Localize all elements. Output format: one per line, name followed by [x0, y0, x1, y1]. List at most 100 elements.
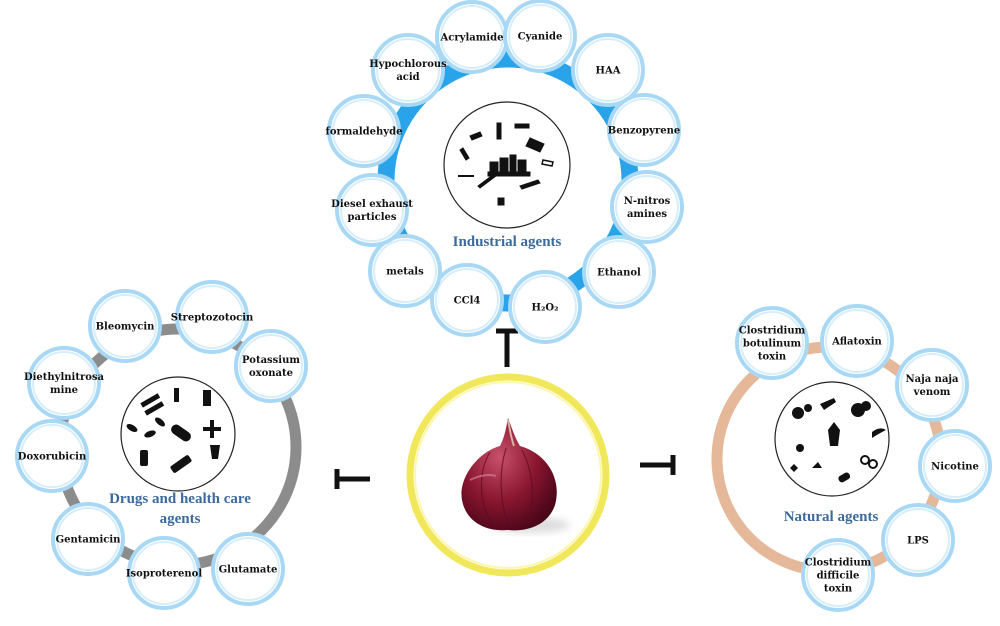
agent-bubble-circle [51, 502, 125, 576]
natural-icons [790, 398, 886, 483]
agent-label-line: HAA [596, 66, 621, 77]
agent-label-line: Hypochlorous [369, 59, 447, 70]
natural-agent-bubble: Nicotine [918, 429, 992, 503]
agent-bubble-circle [607, 93, 681, 167]
agent-label-line: Nicotine [931, 462, 979, 473]
inhibitor-left [334, 469, 370, 489]
agent-bubble-circle [327, 94, 401, 168]
agent-bubble-circle [368, 234, 442, 308]
agent-label-line: venom [913, 387, 951, 398]
agent-bubble-inner-ring [923, 434, 987, 498]
agent-label-line: Streptozotocin [171, 313, 254, 324]
agent-bubble-inner-ring [435, 268, 499, 332]
natural-agent-bubble: Naja naja venom [895, 348, 969, 422]
agent-bubble-circle [801, 538, 875, 612]
agent-bubble-circle [735, 306, 809, 380]
agent-bubble-inner-ring [239, 334, 303, 398]
agent-label: N-nitros amines [624, 196, 671, 220]
agent-bubble-inner-ring [216, 537, 280, 601]
agent-bubble-inner-ring [508, 4, 572, 68]
agent-label-line: Ethanol [597, 268, 641, 279]
agent-bubble-inner-ring [825, 309, 889, 373]
industrial-agent-bubble: HAA [571, 33, 645, 107]
natural-agent-bubble: LPS [881, 503, 955, 577]
agent-label-line: Benzopyrene [608, 126, 681, 137]
agent-bubble-circle [820, 304, 894, 378]
agent-bubble-circle [503, 0, 577, 73]
agent-bubble-inner-ring [340, 178, 404, 242]
agent-label: Bleomycin [96, 322, 156, 333]
agent-bubble-inner-ring [32, 351, 96, 415]
agent-label: Gentamicin [56, 535, 122, 546]
agent-bubble-circle [918, 429, 992, 503]
industrial-icons [458, 122, 554, 206]
agent-label-line: formaldehyde [326, 127, 403, 138]
agent-label: Acrylamide [440, 33, 504, 44]
agent-bubble-circle [881, 503, 955, 577]
agent-bubble-circle [895, 348, 969, 422]
agent-label: Diesel exhaust particles [331, 199, 413, 223]
agent-label: Naja naja venom [905, 374, 959, 398]
agent-label-line: botulinum [743, 339, 802, 350]
agent-label-line: metals [386, 267, 424, 278]
agent-bubble-inner-ring [886, 508, 950, 572]
agent-label-line: Aflatoxin [831, 337, 882, 348]
agent-bubble-circle [508, 270, 582, 344]
agent-label-line: amines [627, 209, 667, 220]
natural-agents-group: Natural agents [711, 341, 947, 577]
agent-bubble-inner-ring [440, 5, 504, 69]
agent-bubble-circle [571, 33, 645, 107]
agent-bubble-circle [234, 329, 308, 403]
natural-agent-bubble: Aflatoxin [820, 304, 894, 378]
agent-bubble-inner-ring [587, 240, 651, 304]
agent-label: Benzopyrene [608, 126, 681, 137]
agent-bubble-inner-ring [740, 311, 804, 375]
drugs-agent-bubble: Streptozotocin [171, 280, 254, 354]
agent-label: Cyanide [518, 32, 563, 43]
agent-label: Ethanol [597, 268, 641, 279]
agent-label-line: Cyanide [518, 32, 563, 43]
agent-bubble-circle [211, 532, 285, 606]
agent-bubble-circle [371, 33, 445, 107]
agent-label-line: toxin [758, 352, 787, 363]
drugs-agent-bubble: Isoproterenol [126, 536, 202, 610]
drugs-icons [126, 388, 221, 473]
agent-bubble-inner-ring [900, 353, 964, 417]
agent-bubble-circle [335, 173, 409, 247]
drugs-title-line2: agents [160, 511, 201, 527]
agent-label-line: Diesel exhaust [331, 199, 413, 210]
agent-label-line: Doxorubicin [18, 452, 87, 463]
agent-label-line: Naja naja [905, 374, 959, 385]
industrial-agent-bubble: CCl4 [430, 263, 504, 337]
inhibitor-top [496, 328, 518, 367]
agent-label-line: toxin [824, 584, 853, 595]
agent-label-line: N-nitros [624, 196, 671, 207]
agent-bubble-inner-ring [806, 543, 870, 607]
industrial-agent-bubble: Cyanide [503, 0, 577, 73]
drugs-agent-bubble: Glutamate [211, 532, 285, 606]
agent-label-line: H₂O₂ [532, 303, 559, 314]
agent-label-line: particles [347, 212, 396, 223]
industrial-agent-bubble: formaldehyde [326, 94, 403, 168]
industrial-agent-bubble: metals [368, 234, 442, 308]
agent-bubble-circle [610, 170, 684, 244]
agent-bubble-inner-ring [20, 424, 84, 488]
natural-title: Natural agents [784, 509, 879, 525]
agent-label: Isoproterenol [126, 569, 202, 580]
agent-label-line: difficile [817, 571, 860, 582]
agent-bubble-inner-ring [576, 38, 640, 102]
agent-label-line: Potassium [242, 355, 300, 366]
drugs-agent-bubble: Gentamicin [51, 502, 125, 576]
agent-label: Streptozotocin [171, 313, 254, 324]
agent-label-line: mine [50, 385, 78, 396]
